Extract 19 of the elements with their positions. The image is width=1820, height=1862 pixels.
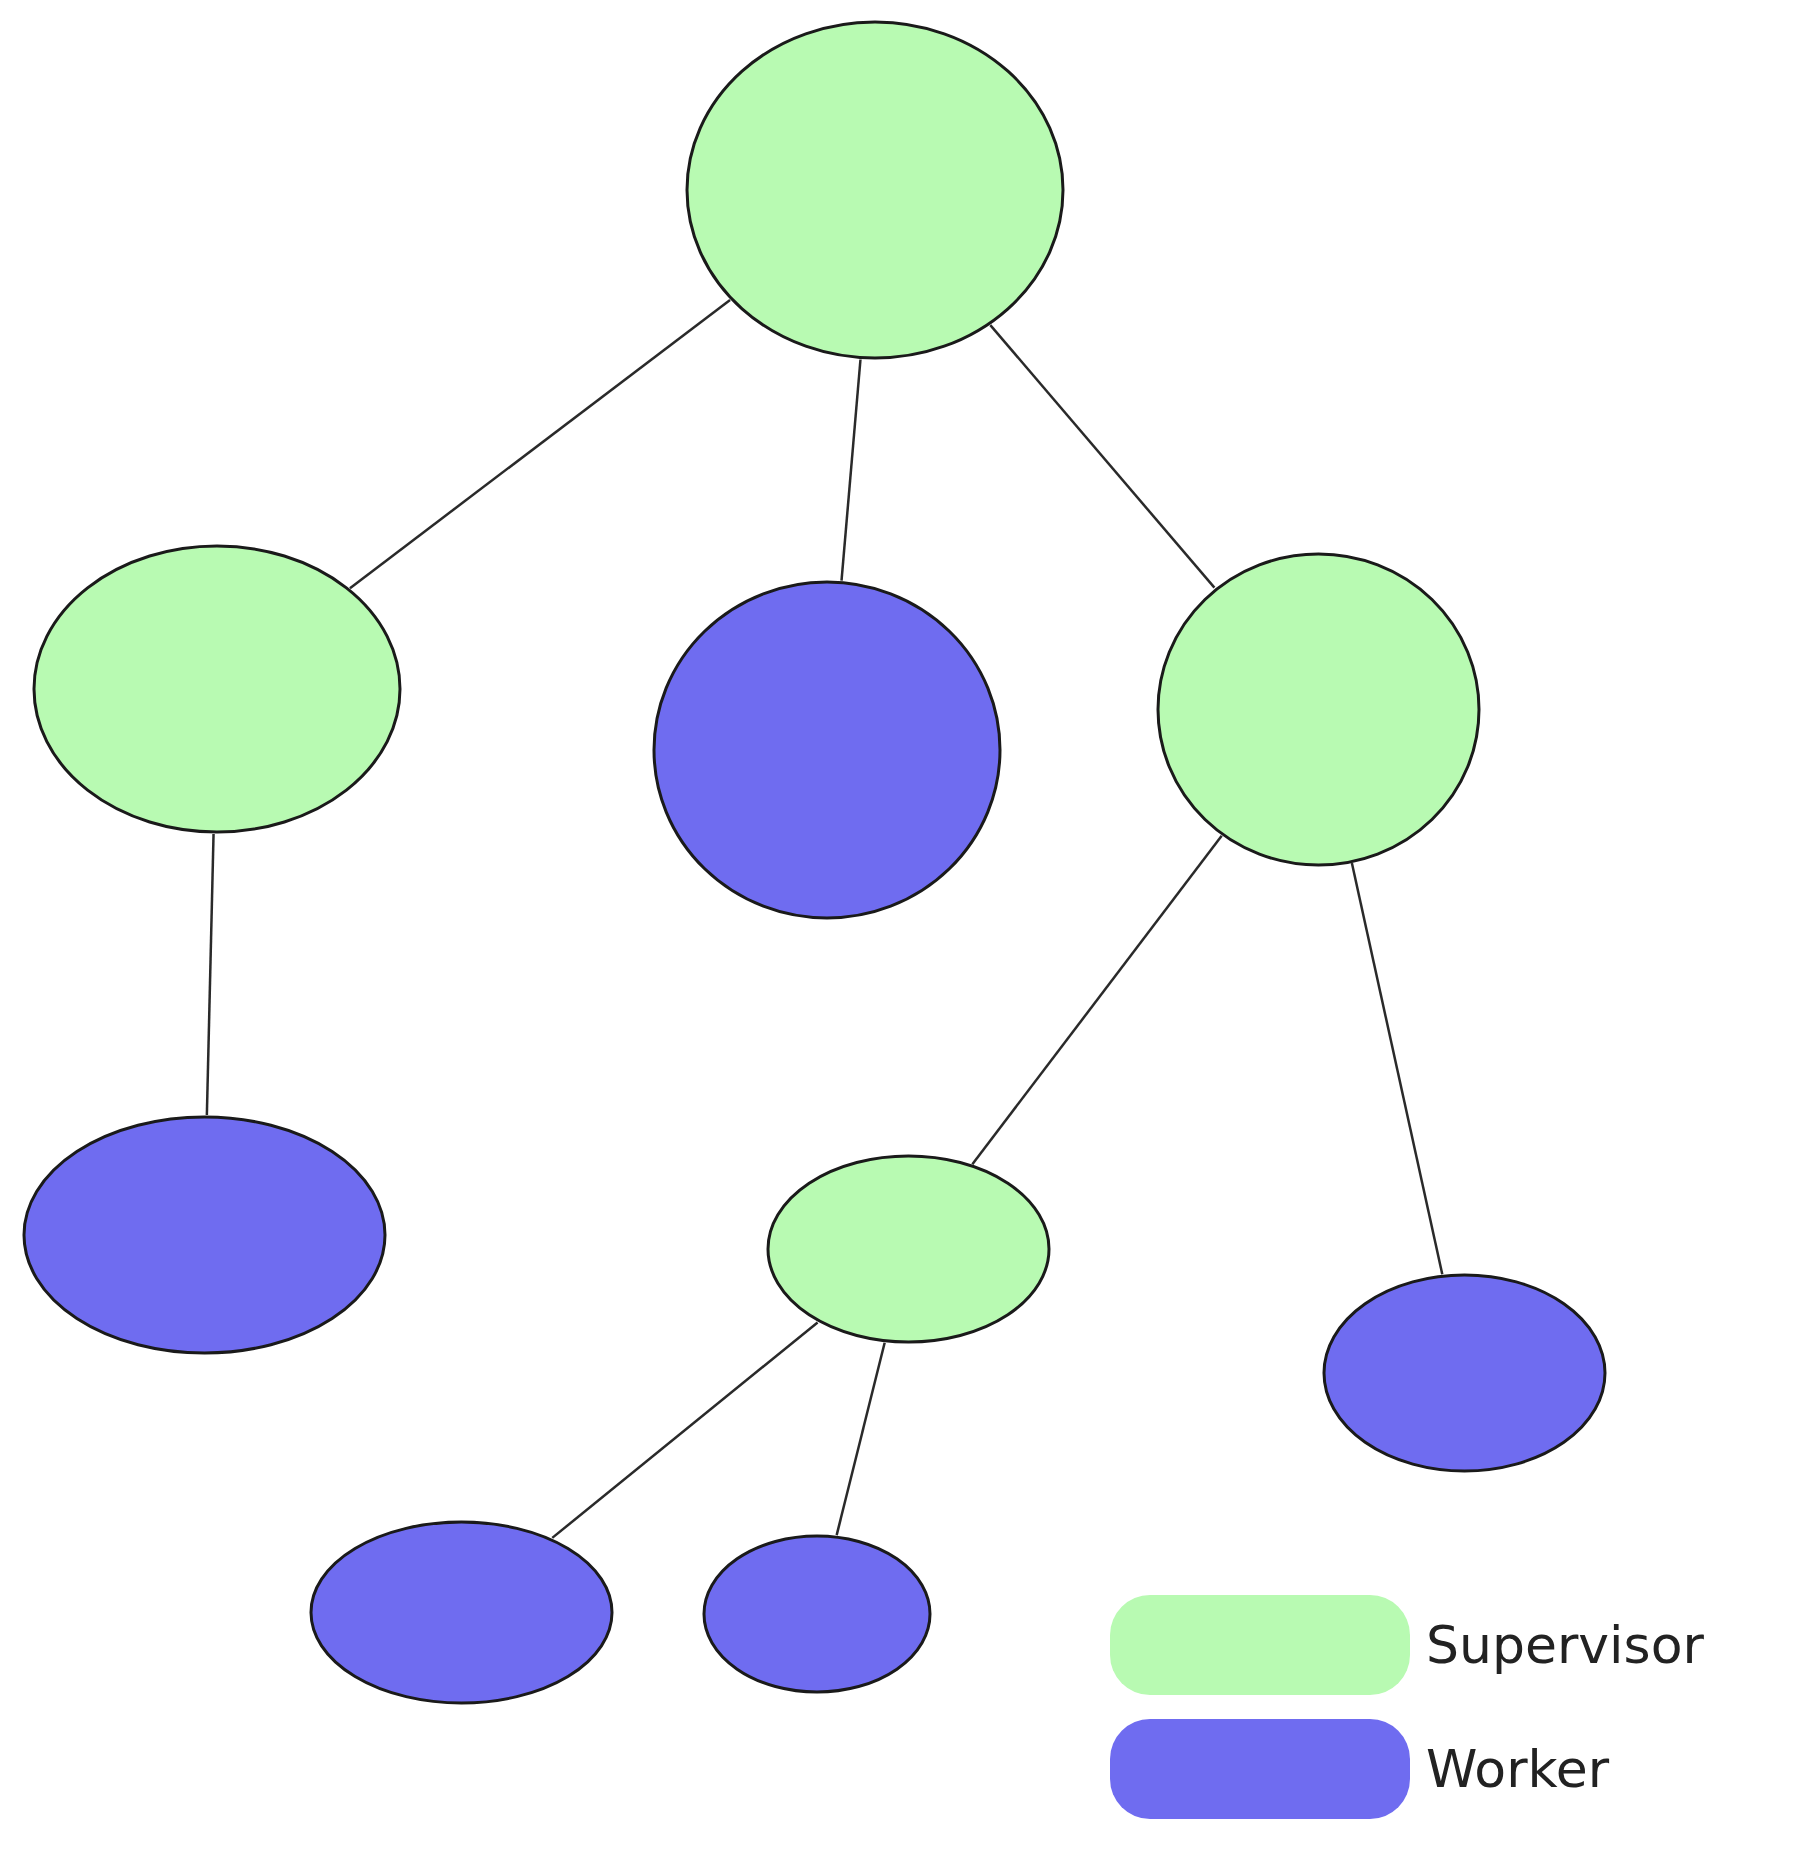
supervisor-node (685, 20, 1065, 360)
connector-line (205, 833, 215, 1116)
connector-line (971, 835, 1223, 1165)
connector-line (551, 1321, 819, 1539)
worker-node (1321, 1273, 1607, 1473)
worker-node (702, 1534, 932, 1694)
connector-line (1350, 862, 1444, 1275)
worker-node (308, 1519, 614, 1705)
legend-label: Worker (1426, 1738, 1610, 1801)
connector-line (349, 298, 731, 590)
connector-line (989, 324, 1216, 589)
worker-node (652, 580, 1002, 920)
connector-line (835, 1342, 886, 1536)
connector-line (840, 359, 862, 581)
supervisor-node (32, 544, 402, 834)
supervisor-node (765, 1154, 1051, 1344)
worker-node (21, 1115, 387, 1355)
legend-label: Supervisor (1426, 1614, 1704, 1677)
supervisor-node (1155, 551, 1481, 867)
